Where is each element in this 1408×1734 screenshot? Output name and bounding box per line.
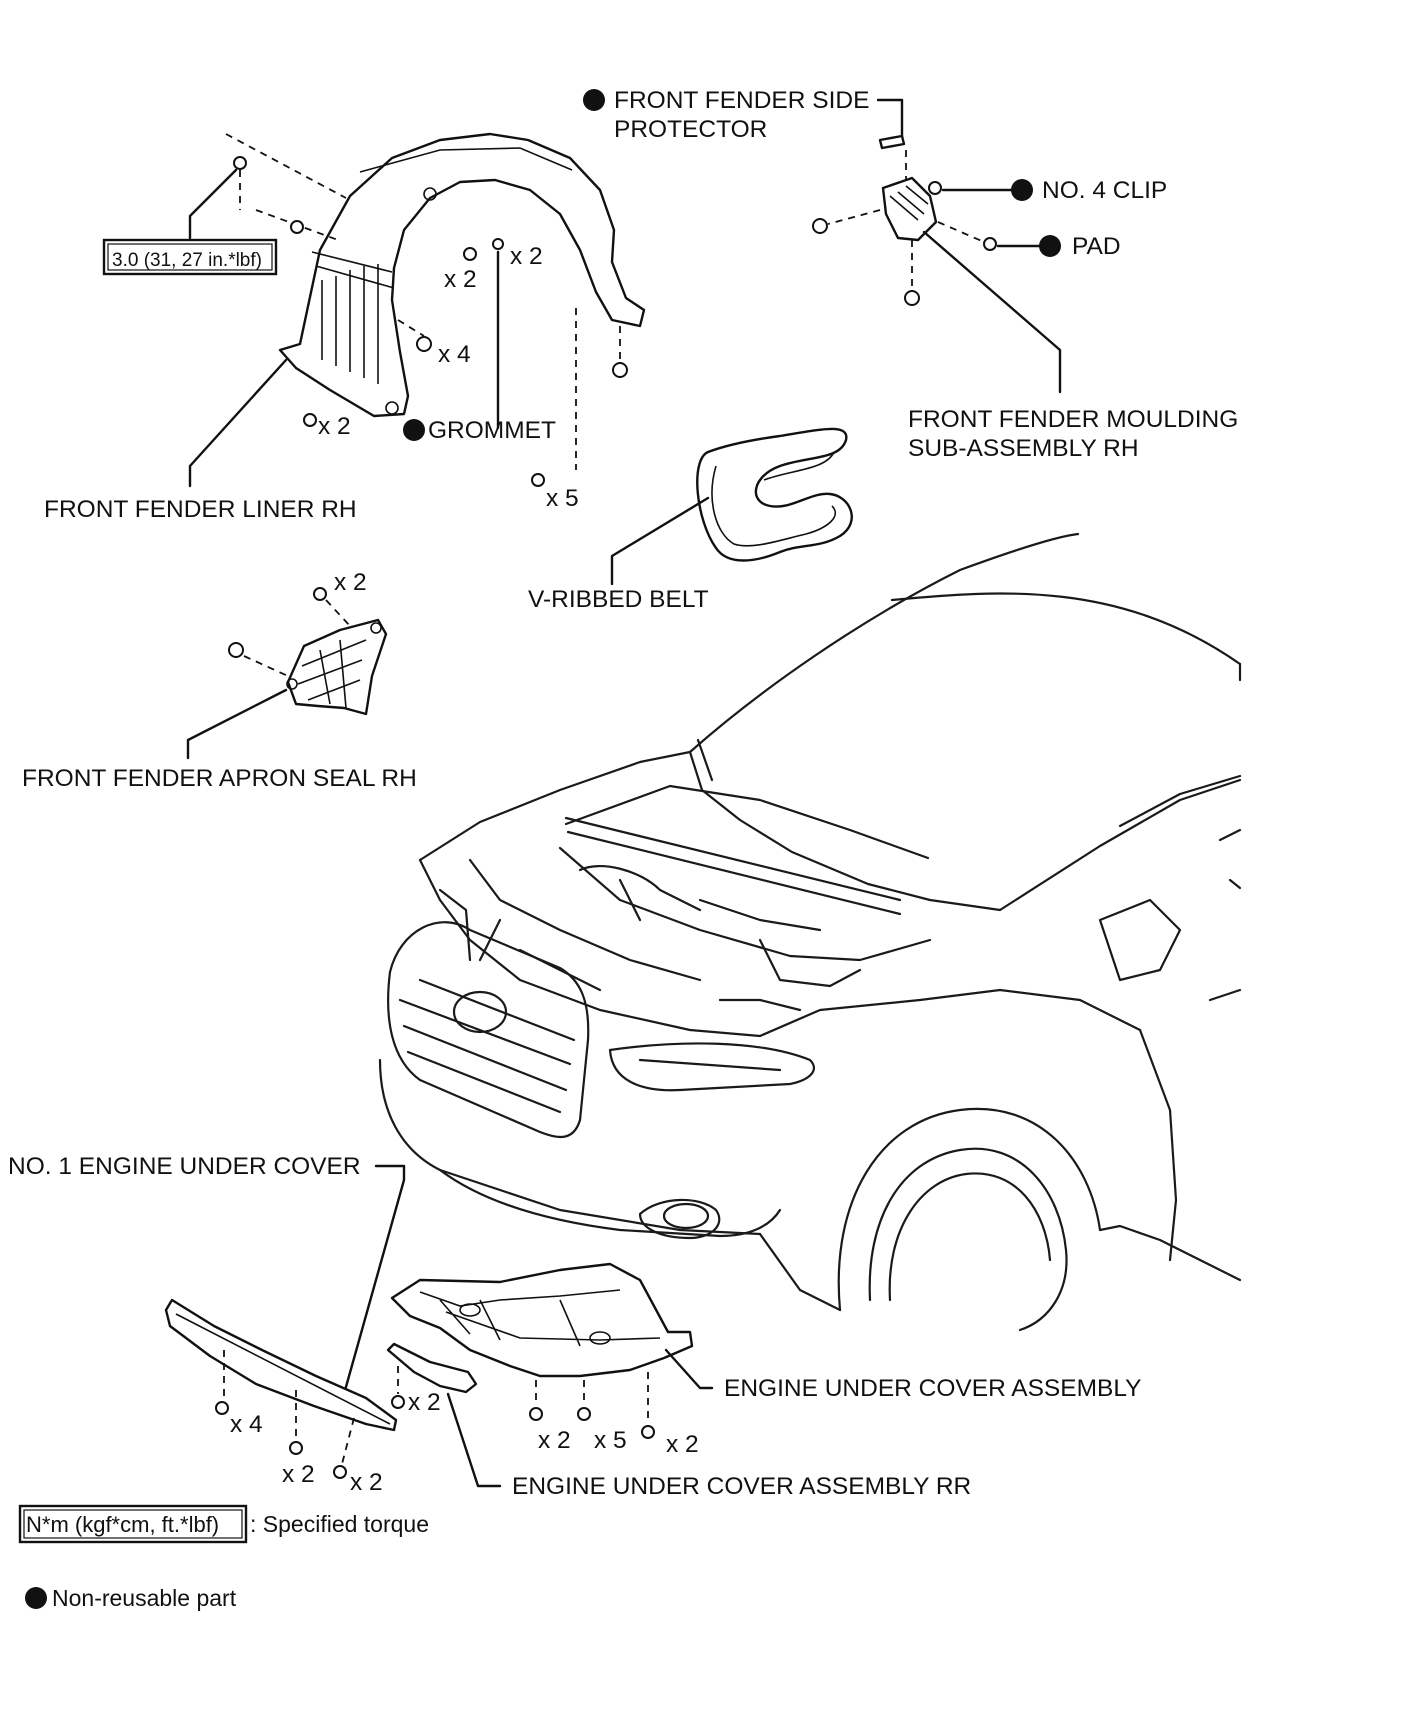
apron-seal-part (286, 618, 388, 716)
vehicle-illustration (378, 532, 1242, 1332)
bolt-icon (313, 587, 327, 601)
front-fender-apron-seal: x 2 FRONT FENDER APRON SEAL RH (22, 569, 417, 792)
no1-cover-qty2b: x 2 (350, 1469, 383, 1496)
under-cover-assembly-part (390, 1262, 694, 1378)
rr-qty: x 2 (408, 1389, 441, 1416)
non-reusable-bullet-icon (583, 89, 605, 111)
front-fender-liner: 3.0 (31, 27 in.*lbf) x 2 x 2 GROMMET x 4… (44, 132, 646, 523)
moulding-label-line2: SUB-ASSEMBLY RH (908, 435, 1139, 462)
front-fender-moulding: NO. 4 CLIP PAD FRONT FENDER MOULDING SUB… (812, 176, 1238, 462)
bolt-icon (290, 220, 304, 234)
engine-under-cover-rr: x 2 ENGINE UNDER COVER ASSEMBLY RR (386, 1342, 971, 1500)
bolt-icon (333, 1465, 347, 1479)
no1-under-cover-part (164, 1298, 398, 1432)
assy-qty5: x 5 (594, 1427, 627, 1454)
bolt-icon (233, 156, 247, 170)
apron-seal-label: FRONT FENDER APRON SEAL RH (22, 765, 417, 792)
side-protector-label-line1: FRONT FENDER SIDE (614, 87, 869, 114)
bolt-icon (641, 1425, 655, 1439)
v-ribbed-belt: V-RIBBED BELT (528, 427, 853, 613)
legend-torque-desc: : Specified torque (250, 1511, 429, 1537)
no1-engine-under-cover: NO. 1 ENGINE UNDER COVER x 4 x 2 x 2 (8, 1153, 406, 1496)
apron-qty: x 2 (334, 569, 367, 596)
grommet-label: GROMMET (428, 417, 556, 444)
bolt-icon (904, 290, 920, 306)
fender-liner-label: FRONT FENDER LINER RH (44, 496, 357, 523)
no4-clip-label: NO. 4 CLIP (1042, 177, 1167, 204)
engine-under-cover-assembly: ENGINE UNDER COVER ASSEMBLY x 2 x 5 x 2 (390, 1262, 1142, 1458)
bolt-icon (463, 247, 477, 261)
moulding-label-line1: FRONT FENDER MOULDING (908, 406, 1238, 433)
bolt-icon (215, 1401, 229, 1415)
legend-torque-box (18, 1504, 248, 1544)
legend-non-reusable: Non-reusable part (52, 1585, 237, 1611)
no1-cover-qty4: x 4 (230, 1411, 263, 1438)
pad-icon (983, 237, 997, 251)
bolt-icon (303, 413, 317, 427)
pad-label: PAD (1072, 233, 1121, 260)
no1-cover-qty2a: x 2 (282, 1461, 315, 1488)
belt-part (696, 427, 853, 562)
bolt-icon (289, 1441, 303, 1455)
clip-icon (228, 642, 244, 658)
clip-icon (928, 181, 942, 195)
assy-qty2b: x 2 (666, 1431, 699, 1458)
liner-clip5-qty: x 5 (546, 485, 579, 512)
torque-value: 3.0 (31, 27 in.*lbf) (112, 250, 262, 271)
grommet-icon (492, 238, 504, 250)
no1-under-cover-label: NO. 1 ENGINE UNDER COVER (8, 1153, 361, 1180)
side-protector-part (878, 134, 906, 150)
side-protector-label-line2: PROTECTOR (614, 116, 767, 143)
bolt-icon (812, 218, 828, 234)
clip-icon (531, 473, 545, 487)
torque-box (102, 238, 278, 276)
bolt-icon (529, 1407, 543, 1421)
liner-grommet-qty: x 2 (510, 243, 543, 270)
assy-qty2a: x 2 (538, 1427, 571, 1454)
non-reusable-bullet-icon (25, 1587, 47, 1609)
bolt-icon (391, 1395, 405, 1409)
rr-cover-part (386, 1342, 478, 1394)
legend-torque-unit: N*m (kgf*cm, ft.*lbf) (26, 1512, 219, 1537)
legend: N*m (kgf*cm, ft.*lbf) : Specified torque… (18, 1504, 429, 1611)
liner-clip-qty: x 4 (438, 341, 471, 368)
front-fender-side-protector: FRONT FENDER SIDE PROTECTOR (583, 87, 907, 180)
non-reusable-bullet-icon (403, 419, 425, 441)
liner-bottom-qty: x 2 (318, 413, 351, 440)
moulding-part (881, 176, 938, 242)
under-cover-rr-label: ENGINE UNDER COVER ASSEMBLY RR (512, 1473, 971, 1500)
clip-icon (416, 336, 432, 352)
bolt-icon (577, 1407, 591, 1421)
clip-icon (612, 362, 628, 378)
fender-liner-part (278, 132, 646, 418)
non-reusable-bullet-icon (1011, 179, 1033, 201)
non-reusable-bullet-icon (1039, 235, 1061, 257)
under-cover-assembly-label: ENGINE UNDER COVER ASSEMBLY (724, 1375, 1142, 1402)
v-ribbed-belt-label: V-RIBBED BELT (528, 586, 709, 613)
liner-screw-qty: x 2 (444, 266, 477, 293)
